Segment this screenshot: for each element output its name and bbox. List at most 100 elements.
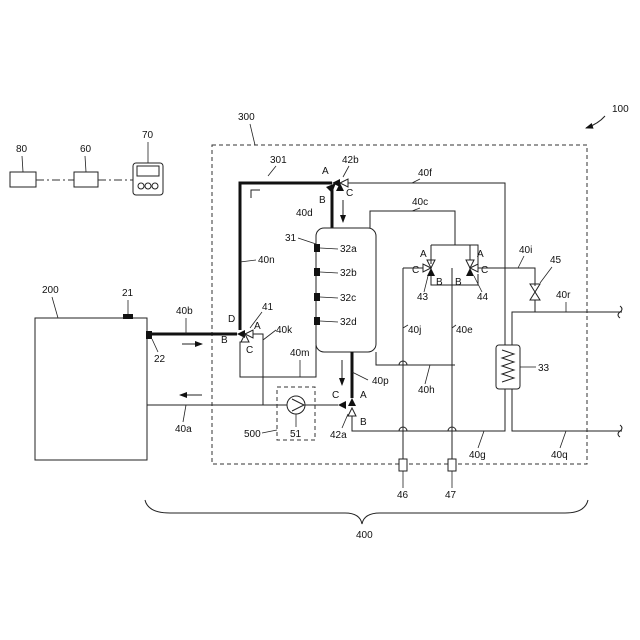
pipe-40p-label: 40p [372, 376, 389, 387]
valve-43-port-c: C [412, 265, 419, 276]
valve-44-port-c: C [481, 265, 488, 276]
module-60-label: 60 [80, 144, 92, 155]
pipe-40k-label: 40k [276, 325, 293, 336]
system-label: 100 [612, 104, 629, 115]
valve-42a-port-b: B [360, 417, 367, 428]
pipe-40b-label: 40b [176, 306, 193, 317]
valve-41-port-a: A [254, 321, 261, 332]
system-arrow [586, 116, 605, 128]
valve-43-label: 43 [417, 292, 429, 303]
pipe-40j-label: 40j [408, 325, 421, 336]
port-46-label: 46 [397, 490, 409, 501]
remote-label: 70 [142, 130, 154, 141]
port-47 [448, 459, 456, 471]
valve-44 [466, 260, 478, 276]
heat-exchanger-label: 33 [538, 363, 550, 374]
valve-43-port-a: A [420, 249, 427, 260]
valve-45 [530, 284, 540, 300]
pipe-40g-label: 40g [469, 450, 486, 461]
valve-42b-port-c: C [346, 188, 353, 199]
module-80-box [10, 172, 36, 187]
valve-42a-lead [342, 414, 348, 428]
pump-unit-lead [262, 430, 277, 433]
valve-42a-port-a: A [360, 390, 367, 401]
pipe-40e-label: 40e [456, 325, 473, 336]
pipe-40f-lead [412, 179, 420, 183]
valve-41-port-b: B [221, 335, 228, 346]
pump-label: 51 [290, 429, 302, 440]
valve-43 [423, 260, 435, 276]
valve-45-label: 45 [550, 255, 562, 266]
pipe-40c-label: 40c [412, 197, 428, 208]
tank-sensor-32d [314, 317, 320, 325]
tank-sensor-32c-label: 32c [340, 293, 356, 304]
valve-44-port-a: A [477, 249, 484, 260]
pipe-40k-lead [263, 330, 276, 340]
module-60-box [74, 172, 98, 187]
piping-group-label: 400 [356, 530, 373, 541]
valve-42b-port-b: B [319, 195, 326, 206]
unit-label: 300 [238, 112, 255, 123]
valve-42b-label: 42b [342, 155, 359, 166]
pipe-40d-label: 40d [296, 208, 313, 219]
pipe-40i-label: 40i [519, 245, 532, 256]
heat-source-lead [52, 297, 58, 318]
valve-42a-label: 42a [330, 430, 347, 441]
pipe-40m-label: 40m [290, 348, 309, 359]
circuit-marker [251, 190, 260, 198]
valve-44-port-b: B [455, 277, 462, 288]
pipe-40r-label: 40r [556, 290, 571, 301]
pipe-40q [512, 389, 622, 431]
tank-sensor-32d-label: 32d [340, 317, 357, 328]
valve-41-port-c: C [246, 345, 253, 356]
tank-label: 31 [285, 233, 297, 244]
pipe-40h [376, 352, 455, 365]
port-47-label: 47 [445, 490, 457, 501]
valve-41-port-d: D [228, 314, 235, 325]
pipe-40a-label: 40a [175, 424, 192, 435]
port-46 [399, 459, 407, 471]
tank-lead [298, 238, 316, 244]
pipe-40h-label: 40h [418, 385, 435, 396]
module-80-lead [22, 156, 23, 172]
pipe-40a-lead [183, 405, 186, 422]
module-60-lead [85, 156, 86, 172]
valve-42a [338, 398, 356, 416]
pipe-40q-lead [560, 431, 566, 448]
valve-43-port-b: B [436, 277, 443, 288]
valve-41 [237, 330, 253, 342]
valve-41-label: 41 [262, 302, 274, 313]
heat-source-label: 200 [42, 285, 59, 296]
valve-42b [326, 179, 348, 193]
tank-sensor-32a [314, 244, 320, 252]
pipe-40q-label: 40q [551, 450, 568, 461]
tank-sensor-32b [314, 268, 320, 276]
valve-43-lead [424, 276, 428, 292]
valve-42a-port-c: C [332, 390, 339, 401]
sensor-21 [123, 314, 133, 319]
sensor-21-label: 21 [122, 288, 134, 299]
tank-sensor-32a-label: 32a [340, 244, 357, 255]
pipe-40c [370, 211, 455, 245]
pipe-40n-lead [240, 260, 256, 262]
piping-group-brace [145, 500, 588, 524]
pipe-40g-lead [478, 431, 484, 448]
pump-51 [287, 396, 305, 414]
pipe-40r [512, 312, 622, 345]
pipe-40n-label: 40n [258, 255, 275, 266]
sensor-22-lead [152, 339, 158, 352]
circuit-lead [268, 166, 276, 176]
sensor-22-label: 22 [154, 354, 166, 365]
valve-44-label: 44 [477, 292, 489, 303]
pipe-valve-bridge [431, 245, 478, 265]
unit-lead [250, 124, 255, 145]
pipe-40f-label: 40f [418, 168, 432, 179]
pipe-40p-lead [352, 372, 368, 380]
tank-sensor-32c [314, 293, 320, 301]
pipe-40k [253, 334, 263, 405]
pipe-40i-lead [518, 256, 524, 268]
circuit-label: 301 [270, 155, 287, 166]
pipe-40h-lead [425, 365, 430, 384]
pump-unit-label: 500 [244, 429, 261, 440]
